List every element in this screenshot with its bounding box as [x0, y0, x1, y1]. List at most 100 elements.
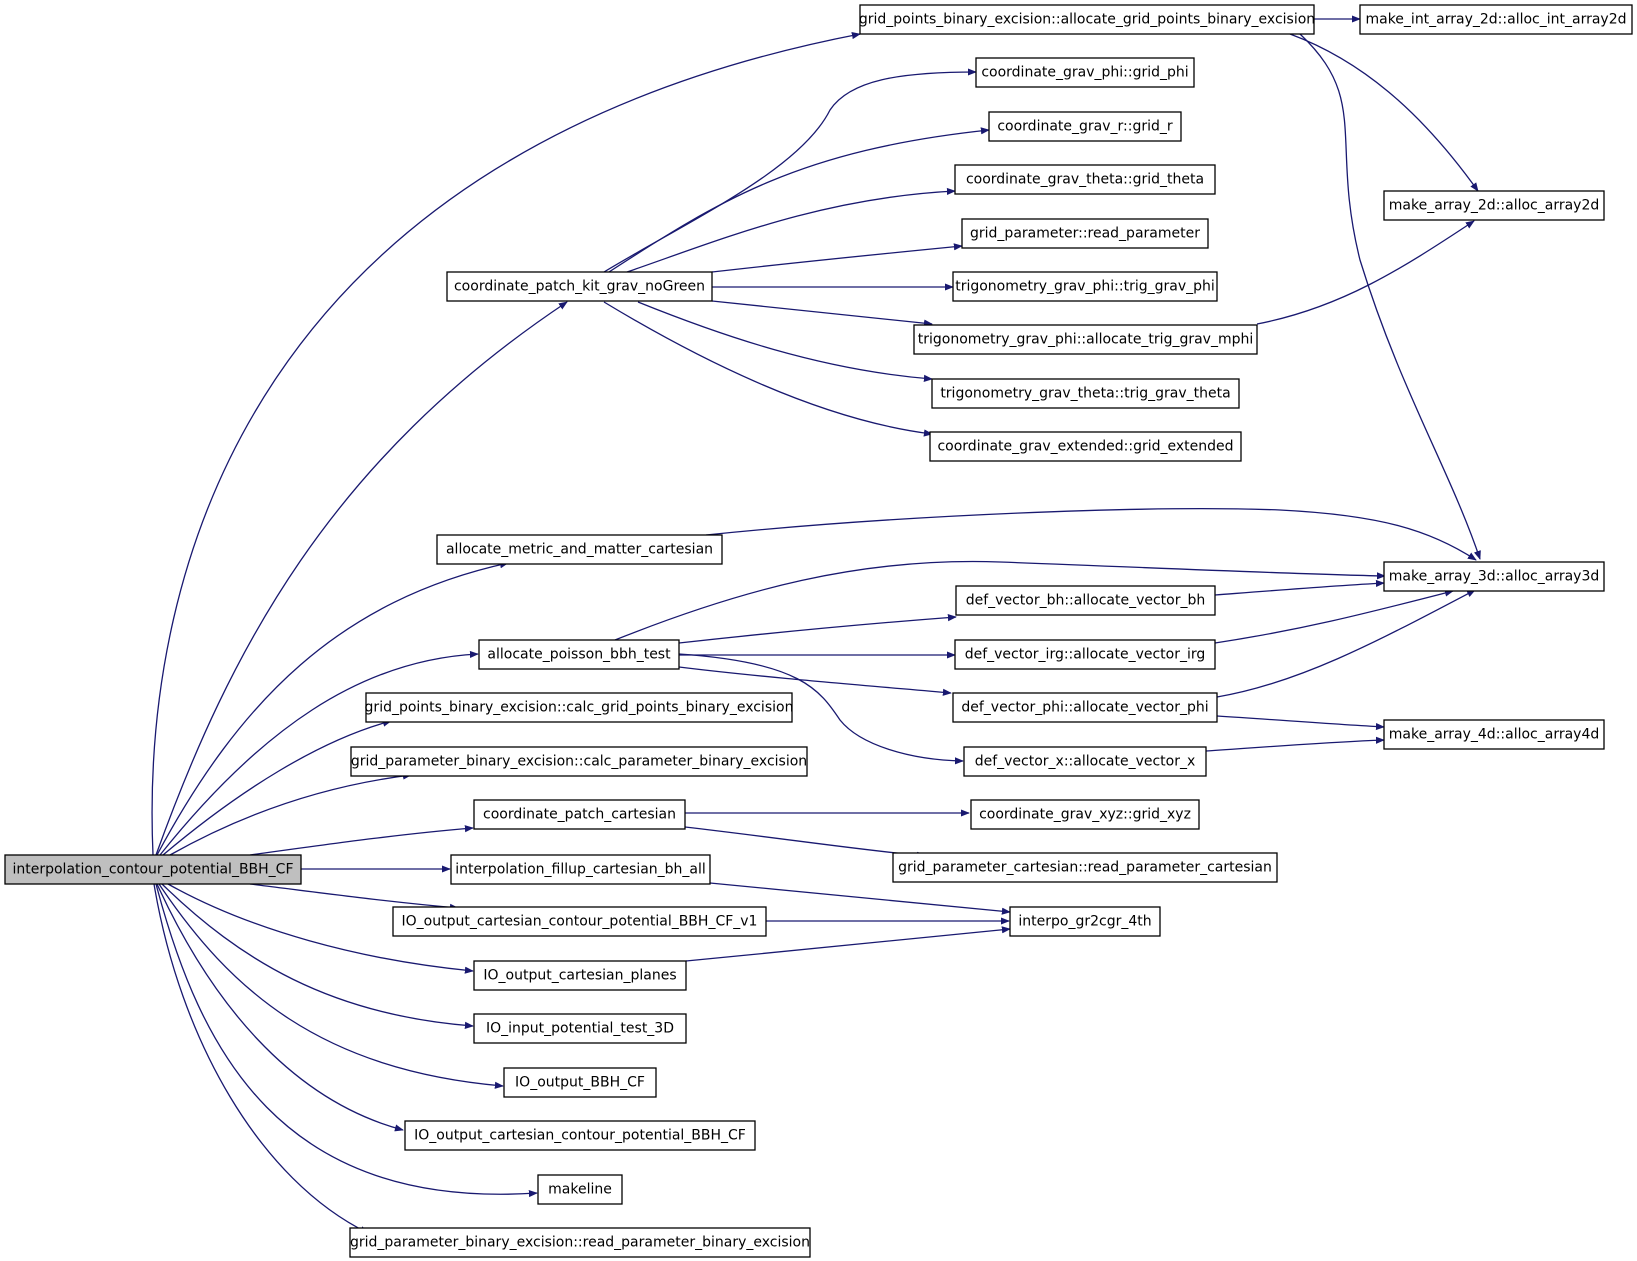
svg-text:makeline: makeline — [548, 1182, 612, 1198]
edge-root-calc-param-be — [169, 772, 412, 856]
node-allocate-vector-bh[interactable]: def_vector_bh::allocate_vector_bh — [955, 585, 1216, 616]
edge-alloc-poisson-vec-phi — [678, 666, 952, 696]
edge-root-io-contour — [156, 883, 404, 1132]
edge-vec-phi-array3d — [1216, 589, 1476, 698]
svg-text:grid_parameter_cartesian::read: grid_parameter_cartesian::read_parameter… — [898, 860, 1272, 876]
node-allocate-vector-phi[interactable]: def_vector_phi::allocate_vector_phi — [952, 692, 1218, 723]
svg-text:grid_points_binary_excision::c: grid_points_binary_excision::calc_grid_p… — [365, 700, 794, 716]
svg-text:coordinate_grav_r::grid_r: coordinate_grav_r::grid_r — [997, 119, 1173, 135]
node-alloc-int-array2d[interactable]: make_int_array_2d::alloc_int_array2d — [1359, 4, 1633, 35]
svg-text:coordinate_grav_theta::grid_th: coordinate_grav_theta::grid_theta — [966, 172, 1204, 188]
edge-vec-phi-array4d — [1216, 715, 1385, 731]
node-interpolation-contour-potential-bbh-cf[interactable]: interpolation_contour_potential_BBH_CF — [4, 854, 302, 885]
node-alloc-array4d[interactable]: make_array_4d::alloc_array4d — [1383, 719, 1605, 750]
svg-text:trigonometry_grav_phi::allocat: trigonometry_grav_phi::allocate_trig_gra… — [918, 332, 1254, 348]
edge-gpbe-alloc-array3d — [1299, 33, 1481, 560]
edge-vec-x-array4d — [1205, 736, 1385, 752]
node-allocate-metric-and-matter-cartesian[interactable]: allocate_metric_and_matter_cartesian — [436, 534, 723, 565]
node-trig-grav-theta[interactable]: trigonometry_grav_theta::trig_grav_theta — [931, 378, 1240, 409]
node-io-output-cartesian-contour-potential-bbh-cf-v1[interactable]: IO_output_cartesian_contour_potential_BB… — [392, 906, 767, 937]
node-allocate-grid-points-binary-excision[interactable]: grid_points_binary_excision::allocate_gr… — [859, 4, 1315, 35]
node-grid-phi[interactable]: coordinate_grav_phi::grid_phi — [975, 57, 1195, 88]
edge-root-cp-cartesian — [249, 825, 474, 856]
svg-text:IO_output_cartesian_planes: IO_output_cartesian_planes — [483, 968, 676, 984]
svg-text:interpolation_fillup_cartesian: interpolation_fillup_cartesian_bh_all — [455, 862, 706, 878]
svg-text:grid_points_binary_excision::a: grid_points_binary_excision::allocate_gr… — [859, 12, 1315, 28]
edge-cpk-grid-phi — [603, 68, 977, 273]
svg-text:make_array_4d::alloc_array4d: make_array_4d::alloc_array4d — [1389, 727, 1600, 743]
svg-text:coordinate_patch_cartesian: coordinate_patch_cartesian — [483, 807, 676, 823]
svg-text:coordinate_patch_kit_grav_noGr: coordinate_patch_kit_grav_noGreen — [454, 279, 705, 295]
node-io-output-bbh-cf[interactable]: IO_output_BBH_CF — [503, 1067, 657, 1098]
edge-root-alloc-metric — [156, 561, 509, 856]
node-calc-parameter-binary-excision[interactable]: grid_parameter_binary_excision::calc_par… — [350, 746, 808, 777]
svg-text:def_vector_bh::allocate_vector: def_vector_bh::allocate_vector_bh — [966, 593, 1206, 609]
node-io-output-cartesian-contour-potential-bbh-cf[interactable]: IO_output_cartesian_contour_potential_BB… — [404, 1120, 756, 1151]
edge-root-read-param-be — [153, 883, 369, 1234]
edge-root-alloc-poisson — [159, 650, 479, 856]
node-grid-xyz[interactable]: coordinate_grav_xyz::grid_xyz — [970, 799, 1200, 830]
edge-root-makeline — [155, 883, 538, 1198]
node-read-parameter-binary-excision[interactable]: grid_parameter_binary_excision::read_par… — [349, 1227, 811, 1258]
svg-text:IO_input_potential_test_3D: IO_input_potential_test_3D — [486, 1021, 674, 1037]
node-read-parameter[interactable]: grid_parameter::read_parameter — [961, 218, 1209, 249]
edge-cpk-grid-extended — [603, 301, 933, 437]
node-grid-extended[interactable]: coordinate_grav_extended::grid_extended — [929, 431, 1242, 462]
node-coordinate-patch-cartesian[interactable]: coordinate_patch_cartesian — [473, 799, 686, 830]
node-allocate-trig-grav-mphi[interactable]: trigonometry_grav_phi::allocate_trig_gra… — [913, 324, 1258, 355]
svg-text:def_vector_irg::allocate_vecto: def_vector_irg::allocate_vector_irg — [965, 647, 1206, 663]
node-allocate-vector-x[interactable]: def_vector_x::allocate_vector_x — [963, 746, 1207, 777]
svg-text:coordinate_grav_xyz::grid_xyz: coordinate_grav_xyz::grid_xyz — [979, 807, 1191, 823]
node-interpo-gr2cgr-4th[interactable]: interpo_gr2cgr_4th — [1009, 906, 1161, 937]
edge-alloc-poisson-array3d — [614, 560, 1386, 641]
edge-root-gpbe-alloc — [151, 32, 861, 856]
svg-text:coordinate_grav_phi::grid_phi: coordinate_grav_phi::grid_phi — [981, 65, 1188, 81]
edge-root-cpk-nogreen — [155, 301, 568, 856]
svg-text:coordinate_grav_extended::grid: coordinate_grav_extended::grid_extended — [937, 439, 1233, 455]
node-allocate-vector-irg[interactable]: def_vector_irg::allocate_vector_irg — [954, 639, 1216, 670]
edge-io-planes-interpo — [685, 926, 1011, 962]
node-alloc-array2d[interactable]: make_array_2d::alloc_array2d — [1383, 190, 1605, 221]
edge-vec-irg-array3d — [1214, 589, 1454, 644]
edge-root-io-planes — [167, 883, 474, 974]
node-makeline[interactable]: makeline — [537, 1174, 623, 1205]
edge-alloc-trig-mphi-array2d — [1256, 220, 1475, 325]
edge-cpk-alloc-trig-mphi — [711, 300, 933, 327]
svg-text:allocate_metric_and_matter_car: allocate_metric_and_matter_cartesian — [446, 542, 713, 558]
node-alloc-array3d[interactable]: make_array_3d::alloc_array3d — [1383, 561, 1605, 592]
svg-text:grid_parameter_binary_excision: grid_parameter_binary_excision::calc_par… — [351, 754, 807, 770]
svg-text:trigonometry_grav_phi::trig_gr: trigonometry_grav_phi::trig_grav_phi — [955, 279, 1215, 295]
edge-alloc-poisson-vec-bh — [678, 614, 957, 644]
svg-text:IO_output_cartesian_contour_po: IO_output_cartesian_contour_potential_BB… — [414, 1128, 746, 1144]
edge-root-io-contour-v1 — [249, 883, 459, 911]
svg-text:def_vector_x::allocate_vector_: def_vector_x::allocate_vector_x — [975, 754, 1196, 770]
svg-text:grid_parameter::read_parameter: grid_parameter::read_parameter — [970, 226, 1200, 242]
edge-cpk-read-parameter — [711, 243, 963, 273]
edge-alloc-poisson-vec-x — [678, 653, 964, 765]
edge-root-io-bbh — [158, 883, 504, 1089]
svg-text:def_vector_phi::allocate_vecto: def_vector_phi::allocate_vector_phi — [961, 700, 1208, 716]
edge-gpbe-alloc-array2d — [1289, 33, 1479, 192]
svg-text:allocate_poisson_bbh_test: allocate_poisson_bbh_test — [487, 647, 671, 663]
node-trig-grav-phi[interactable]: trigonometry_grav_phi::trig_grav_phi — [952, 271, 1218, 302]
edge-cpk-trig-grav-theta — [637, 301, 933, 382]
edge-alloc-metric-array3d — [705, 508, 1477, 561]
edge-cp-cartesian-read-param-cart — [684, 826, 926, 859]
edge-vec-bh-array3d — [1214, 579, 1385, 596]
node-io-input-potential-test-3d[interactable]: IO_input_potential_test_3D — [473, 1013, 687, 1044]
node-interpolation-fillup-cartesian-bh-all[interactable]: interpolation_fillup_cartesian_bh_all — [450, 854, 711, 885]
node-coordinate-patch-kit-grav-nogreen[interactable]: coordinate_patch_kit_grav_noGreen — [446, 271, 713, 302]
node-read-parameter-cartesian[interactable]: grid_parameter_cartesian::read_parameter… — [892, 852, 1278, 883]
svg-text:make_array_2d::alloc_array2d: make_array_2d::alloc_array2d — [1389, 198, 1600, 214]
svg-text:interpolation_contour_potentia: interpolation_contour_potential_BBH_CF — [12, 862, 293, 878]
node-grid-r[interactable]: coordinate_grav_r::grid_r — [988, 111, 1182, 142]
svg-text:interpo_gr2cgr_4th: interpo_gr2cgr_4th — [1018, 914, 1151, 930]
svg-text:make_array_3d::alloc_array3d: make_array_3d::alloc_array3d — [1389, 569, 1600, 585]
node-allocate-poisson-bbh-test[interactable]: allocate_poisson_bbh_test — [478, 639, 680, 670]
svg-text:IO_output_BBH_CF: IO_output_BBH_CF — [515, 1075, 645, 1091]
svg-text:make_int_array_2d::alloc_int_a: make_int_array_2d::alloc_int_array2d — [1365, 12, 1626, 28]
node-calc-grid-points-binary-excision[interactable]: grid_points_binary_excision::calc_grid_p… — [365, 692, 794, 723]
node-grid-theta[interactable]: coordinate_grav_theta::grid_theta — [954, 164, 1216, 195]
node-io-output-cartesian-planes[interactable]: IO_output_cartesian_planes — [473, 960, 687, 991]
